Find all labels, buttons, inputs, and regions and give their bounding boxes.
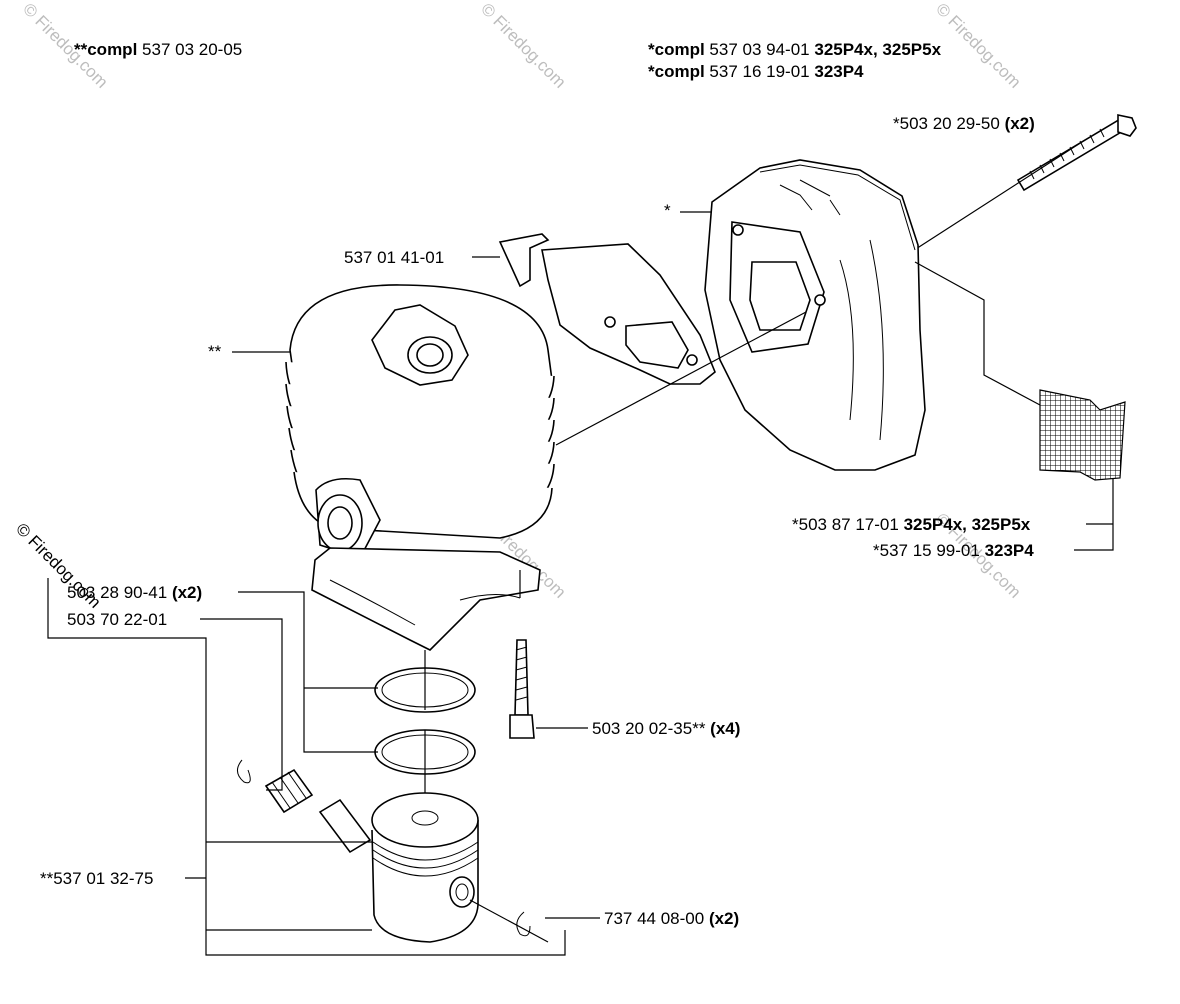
header-number: 537 03 94-01 xyxy=(709,40,809,59)
leader-line xyxy=(200,618,283,791)
cyl-bolts-qty: (x4) xyxy=(710,719,740,738)
bearing-label: 503 70 22-01 xyxy=(67,610,167,629)
spark-arrestor-screen xyxy=(1039,389,1126,481)
needle-bearing xyxy=(264,768,314,814)
screen-label-a: *503 87 17-01 325P4x, 325P5x xyxy=(792,515,1031,534)
muffler-bolt xyxy=(1016,114,1137,192)
header-number: 537 16 19-01 xyxy=(709,62,809,81)
cyl-bolts-number: 503 20 02-35** xyxy=(592,719,706,738)
header-left: **compl 537 03 20-05 xyxy=(74,40,242,59)
leader-line xyxy=(1074,478,1114,551)
cyl-bolts-label: 503 20 02-35** (x4) xyxy=(592,719,740,738)
bolt-top-label: *503 20 29-50 (x2) xyxy=(893,114,1035,133)
muffler-marker: * xyxy=(664,201,671,220)
watermark: © Firedog.com xyxy=(932,0,1024,92)
leader-line xyxy=(238,591,378,753)
screen-b-number: *537 15 99-01 xyxy=(873,541,980,560)
muffler xyxy=(704,159,926,471)
circlip-number: 737 44 08-00 xyxy=(604,909,704,928)
circlip-right xyxy=(516,911,531,937)
bolt-top-qty: (x2) xyxy=(1005,114,1035,133)
circlip-qty: (x2) xyxy=(709,909,739,928)
bracket-label: 537 01 41-01 xyxy=(344,248,444,267)
header-left-number: 537 03 20-05 xyxy=(142,40,242,59)
circlip-left xyxy=(237,759,251,784)
piston-pin xyxy=(318,798,372,854)
header-models: 323P4 xyxy=(814,62,864,81)
leader-line xyxy=(555,311,807,446)
piston xyxy=(371,792,479,943)
screen-a-models: 325P4x, 325P5x xyxy=(904,515,1031,534)
cylinder xyxy=(285,284,555,651)
header-prefix: *compl xyxy=(648,62,705,81)
circlip-label: 737 44 08-00 (x2) xyxy=(604,909,739,928)
header-models: 325P4x, 325P5x xyxy=(814,40,941,59)
screen-b-models: 323P4 xyxy=(985,541,1035,560)
leader-line xyxy=(469,899,549,943)
watermark: © Firedog.com xyxy=(477,0,569,92)
piston-label: **537 01 32-75 xyxy=(40,869,153,888)
header-right-line-1: *compl 537 03 94-01 325P4x, 325P5x xyxy=(648,40,942,59)
cylinder-bolt xyxy=(509,639,535,739)
screen-label-b: *537 15 99-01 323P4 xyxy=(873,541,1034,560)
rings-number: 503 28 90-41 xyxy=(67,583,167,602)
rings-label: 503 28 90-41 (x2) xyxy=(67,583,202,602)
leader-line xyxy=(914,261,1041,406)
header-right-line-2: *compl 537 16 19-01 323P4 xyxy=(648,62,864,81)
screen-a-number: *503 87 17-01 xyxy=(792,515,899,534)
rings-qty: (x2) xyxy=(172,583,202,602)
header-left-prefix: **compl xyxy=(74,40,137,59)
bolt-top-number: *503 20 29-50 xyxy=(893,114,1000,133)
header-prefix: *compl xyxy=(648,40,705,59)
cylinder-marker: ** xyxy=(208,342,222,361)
leader-line xyxy=(904,139,1086,257)
leader-line xyxy=(47,578,566,956)
muffler-bracket xyxy=(498,233,716,385)
